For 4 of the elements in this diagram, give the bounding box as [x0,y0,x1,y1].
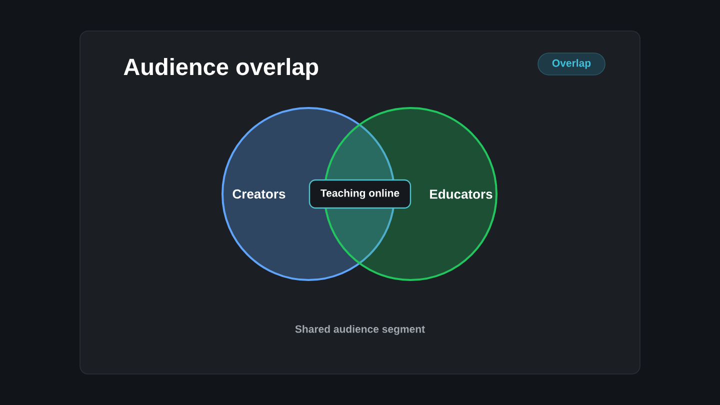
title: Audience overlap [124,58,318,80]
label-box: Teaching online [308,179,412,209]
caption: Shared audience segment [295,325,425,335]
badge: Overlap [538,52,606,76]
